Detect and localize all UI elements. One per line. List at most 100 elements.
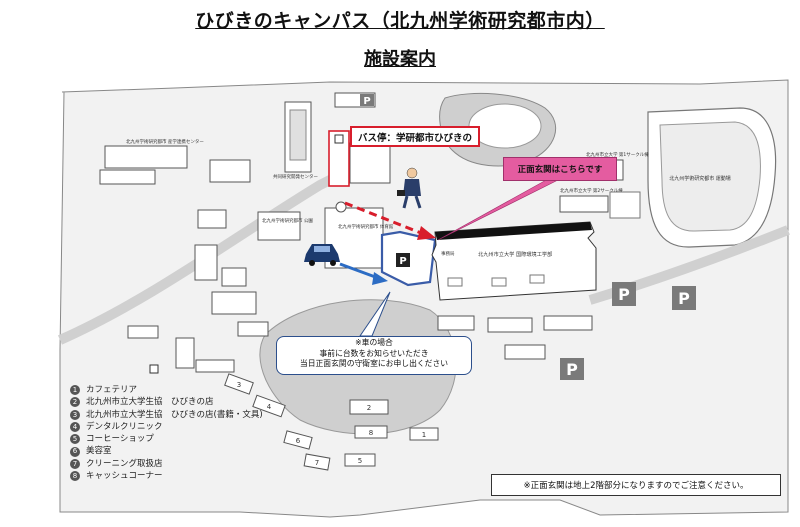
legend-item: 8 キャッシュコーナー bbox=[70, 470, 263, 482]
car-route-arrowhead bbox=[372, 272, 388, 285]
label-circle-2: 北九州市立大学 第2サークル棟 bbox=[560, 187, 623, 194]
facility-legend: 1 カフェテリア 2 北九州市立大学生協 ひびきの店 3 北九州市立大学生協 ひ… bbox=[70, 384, 263, 482]
legend-item: 3 北九州市立大学生協 ひびきの店(書籍・文具) bbox=[70, 409, 263, 421]
legend-label: デンタルクリニック bbox=[86, 421, 163, 432]
building-left-10 bbox=[237, 321, 269, 337]
building-lr-1 bbox=[437, 315, 475, 331]
campus-ground bbox=[59, 79, 789, 518]
label-main-building: 北九州市立大学 国際環境工学部 bbox=[478, 250, 552, 258]
label-center-left: 北九州学術研究都市 産学連携センター bbox=[126, 138, 204, 145]
tennis-courts bbox=[609, 191, 641, 219]
building-left-7 bbox=[211, 291, 257, 315]
building-lab-b bbox=[349, 142, 391, 184]
building-lr-3 bbox=[543, 315, 593, 331]
svg-text:6: 6 bbox=[296, 437, 301, 445]
parking-visitor-label: P bbox=[399, 256, 406, 267]
car-notice-callout: ※車の場合 事前に台数をお知らせいただき 当日正面玄関の守衛室にお申し出ください bbox=[276, 336, 472, 375]
building-left-8 bbox=[127, 325, 159, 339]
legend-number-badge: 2 bbox=[70, 397, 80, 408]
building-left-2 bbox=[99, 169, 156, 185]
car-notice-line-2: 事前に台数をお知らせいただき bbox=[319, 348, 429, 358]
parking-right-1 bbox=[612, 282, 636, 306]
legend-item: 2 北九州市立大学生協 ひびきの店 bbox=[70, 396, 263, 408]
building-left-6 bbox=[221, 267, 247, 287]
label-lab-a: 共同研究開発センター bbox=[273, 173, 318, 180]
label-circle-1: 北九州市立大学 第1サークル棟 bbox=[586, 151, 649, 158]
stadium-label: 北九州学術研究都市 運動場 bbox=[669, 175, 731, 182]
main-building bbox=[431, 221, 597, 301]
svg-text:7: 7 bbox=[315, 459, 319, 467]
building-left-11 bbox=[195, 359, 235, 373]
main-wing-1 bbox=[447, 277, 463, 287]
car-route bbox=[339, 262, 379, 280]
legend-number-badge: 6 bbox=[70, 446, 80, 457]
roundabout bbox=[335, 201, 347, 213]
footnote-box: ※正面玄関は地上2階部分になりますのでご注意ください。 bbox=[491, 474, 781, 496]
main-entrance-callout: 正面玄関はこちらです bbox=[503, 157, 617, 181]
parking-right-2-label: P bbox=[678, 289, 690, 308]
legend-label: キャッシュコーナー bbox=[86, 471, 163, 482]
building-lr-4 bbox=[504, 344, 546, 360]
bus-stop-icon-bottom bbox=[149, 364, 159, 374]
walking-route bbox=[344, 201, 427, 237]
legend-number-badge: 7 bbox=[70, 458, 80, 469]
legend-label: 北九州市立大学生協 ひびきの店(書籍・文具) bbox=[86, 409, 263, 420]
numbered-buildings: 3 4 6 7 2 8 1 5 bbox=[224, 373, 439, 471]
bus-stop-box bbox=[328, 130, 350, 187]
person-walking-icon bbox=[397, 167, 422, 209]
svg-text:5: 5 bbox=[358, 457, 362, 465]
main-wing-3 bbox=[529, 274, 545, 284]
label-park: 北九州学術研究都市 公園 bbox=[262, 217, 313, 224]
building-left-9 bbox=[175, 337, 195, 369]
walking-route-arrowhead bbox=[417, 226, 436, 240]
legend-label: 美容室 bbox=[86, 446, 112, 457]
legend-item: 7 クリーニング取扱店 bbox=[70, 458, 263, 470]
tower-core bbox=[289, 109, 307, 161]
main-building-roof bbox=[435, 222, 592, 240]
main-wing-2 bbox=[491, 277, 507, 287]
legend-number-badge: 5 bbox=[70, 434, 80, 445]
svg-text:8: 8 bbox=[369, 429, 373, 437]
legend-item: 4 デンタルクリニック bbox=[70, 421, 263, 433]
circle-building-2 bbox=[559, 195, 609, 213]
legend-item: 1 カフェテリア bbox=[70, 384, 263, 396]
footnote-text: ※正面玄関は地上2階部分になりますのでご注意ください。 bbox=[523, 481, 749, 491]
parking-right-1-label: P bbox=[618, 285, 630, 304]
bus-icon bbox=[334, 134, 344, 144]
label-gymnasium: 北九州学術研究都市 体育館 bbox=[338, 223, 394, 230]
parking-top bbox=[360, 94, 374, 106]
parking-right-2 bbox=[672, 286, 696, 310]
legend-label: 北九州市立大学生協 ひびきの店 bbox=[86, 397, 214, 408]
stadium-field bbox=[659, 121, 761, 232]
legend-number-badge: 4 bbox=[70, 422, 80, 433]
car-notice-line-1: ※車の場合 bbox=[355, 338, 393, 347]
label-office: 事務局 bbox=[441, 250, 455, 257]
building-park bbox=[257, 211, 301, 241]
svg-text:3: 3 bbox=[237, 381, 241, 389]
car-icon bbox=[304, 244, 340, 266]
page-subtitle: 施設案内 bbox=[364, 49, 436, 70]
legend-number-badge: 3 bbox=[70, 409, 80, 420]
svg-text:2: 2 bbox=[367, 404, 371, 412]
svg-text:4: 4 bbox=[267, 403, 272, 411]
page-title: ひびきのキャンパス（北九州学術研究都市内） bbox=[195, 10, 605, 32]
parking-bottom-label: P bbox=[566, 360, 578, 379]
bus-stop-callout: バス停：学研都市ひびきの bbox=[350, 126, 480, 147]
legend-item: 6 美容室 bbox=[70, 445, 263, 457]
legend-number-badge: 8 bbox=[70, 471, 80, 482]
road-right bbox=[588, 225, 790, 305]
legend-label: コーヒーショップ bbox=[86, 434, 154, 445]
building-left-1 bbox=[104, 145, 188, 169]
building-left-5 bbox=[194, 244, 218, 281]
parking-bottom bbox=[560, 358, 584, 380]
car-notice-line-3: 当日正面玄関の守衛室にお申し出ください bbox=[299, 359, 449, 368]
building-left-3 bbox=[209, 159, 251, 183]
parking-top-label: P bbox=[363, 96, 370, 107]
parking-visitor bbox=[396, 253, 410, 267]
legend-label: クリーニング取扱店 bbox=[86, 458, 163, 469]
building-lr-2 bbox=[487, 317, 533, 333]
legend-item: 5 コーヒーショップ bbox=[70, 433, 263, 445]
legend-number-badge: 1 bbox=[70, 385, 80, 396]
legend-label: カフェテリア bbox=[86, 385, 138, 395]
